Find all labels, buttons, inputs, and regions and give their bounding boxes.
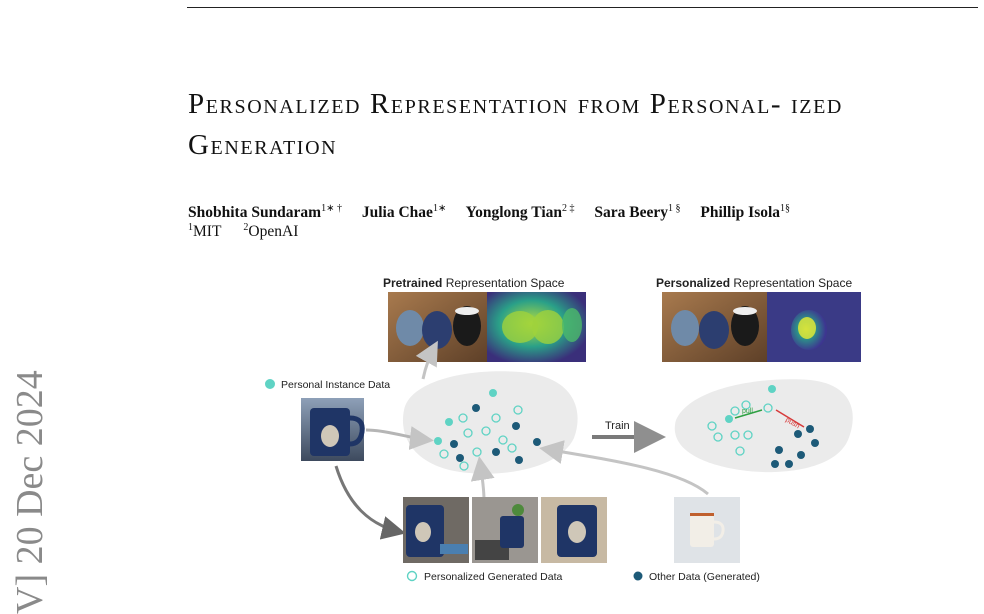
author: Phillip Isola1§ <box>700 203 791 222</box>
personalized-space-blob <box>674 379 853 473</box>
arrow-to-generated <box>334 465 406 540</box>
paper-title: Personalized Representation from Persona… <box>188 88 843 161</box>
arrow-personal-to-space <box>365 426 434 450</box>
personal-instance-label: Personal Instance Data <box>281 379 390 391</box>
pretrained-points <box>434 389 541 471</box>
arrow-up-pretrained <box>415 340 438 380</box>
top-rule <box>187 7 978 8</box>
pull-label: pull <box>742 408 753 415</box>
pretrained-space-blob <box>402 371 578 474</box>
personalized-mug-photo <box>662 292 767 362</box>
author: Yonglong Tian2 ‡ <box>465 203 575 222</box>
generated-legend-label: Personalized Generated Data <box>424 571 562 583</box>
author: Sara Beery1 § <box>594 203 681 222</box>
personal-instance-dot <box>265 379 275 389</box>
other-legend-label: Other Data (Generated) <box>649 571 760 583</box>
author: Shobhita Sundaram1∗ † <box>188 203 342 222</box>
push-line <box>775 409 805 428</box>
pretrained-mug-photo <box>388 292 487 362</box>
other-legend-marker <box>633 571 643 581</box>
generated-image-3 <box>541 497 607 563</box>
train-label: Train <box>605 420 630 432</box>
personalized-label: Personalized Representation Space <box>656 276 852 290</box>
pretrained-label: Pretrained Representation Space <box>383 276 565 290</box>
pull-line <box>734 409 763 419</box>
other-generated-image <box>674 497 740 563</box>
generated-image-1 <box>403 497 469 563</box>
generated-legend-marker <box>406 570 418 582</box>
personal-mug-photo <box>301 398 365 461</box>
personalized-points <box>707 385 819 468</box>
generated-image-2 <box>472 497 538 563</box>
arrow-generated-to-space <box>470 456 495 501</box>
author: Julia Chae1∗ <box>361 203 447 222</box>
arrow-other-to-space <box>539 440 709 496</box>
author-list: Shobhita Sundaram1∗ † Julia Chae1∗ Yongl… <box>188 203 806 222</box>
